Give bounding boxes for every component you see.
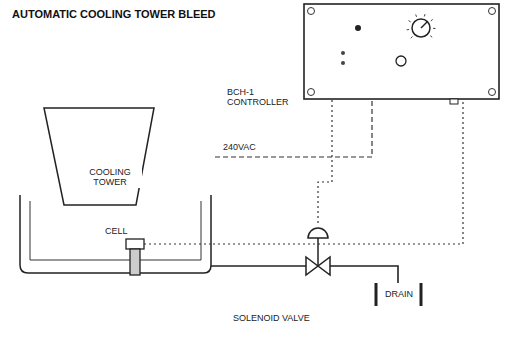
basin [20,195,211,273]
drain-symbol [376,283,421,306]
tower-body [44,108,154,205]
dial-tick [433,28,435,29]
cell-wire [144,243,213,244]
diagram-title: AUTOMATIC COOLING TOWER BLEED [12,8,216,20]
cooling-tower: COOLING TOWER [18,105,213,277]
controller-box: BCH-1 CONTROLLER [303,3,500,100]
setpoint-knob [412,19,430,37]
tower-shape [18,105,213,277]
cable-gland [450,99,458,104]
controller-shape [303,3,500,100]
dial-tick [431,19,433,20]
housing [304,4,499,99]
indicator-lamp [355,25,361,31]
solenoid-valve-symbol [306,228,330,275]
valve-wire [318,100,332,226]
cell-probe [130,249,140,275]
screw [489,89,496,96]
part-label: 240VAC [222,142,257,152]
dial-tick [407,29,409,30]
small-knob [396,56,406,66]
dial-tick [430,36,432,38]
part-label: DRAIN [384,289,414,299]
wire-240vac [215,100,372,157]
indicator-dot [341,61,345,65]
screw [489,8,496,15]
part-label: CELL [104,226,129,236]
controller-label: BCH-1 CONTROLLER [227,87,297,108]
part-label: SOLENOID VALVE [232,313,311,323]
dial-tick [409,21,411,22]
dial-tick [424,14,426,16]
tower-label: COOLING TOWER [78,167,142,188]
indicator-dot [341,51,345,55]
basin-inner [30,201,201,260]
dial-tick [411,36,413,38]
dial-tick [415,15,417,17]
knob-pointer [421,22,427,28]
signal-wire [213,100,463,244]
cell-nut [126,239,144,249]
screw [308,89,315,96]
screw [308,8,315,15]
